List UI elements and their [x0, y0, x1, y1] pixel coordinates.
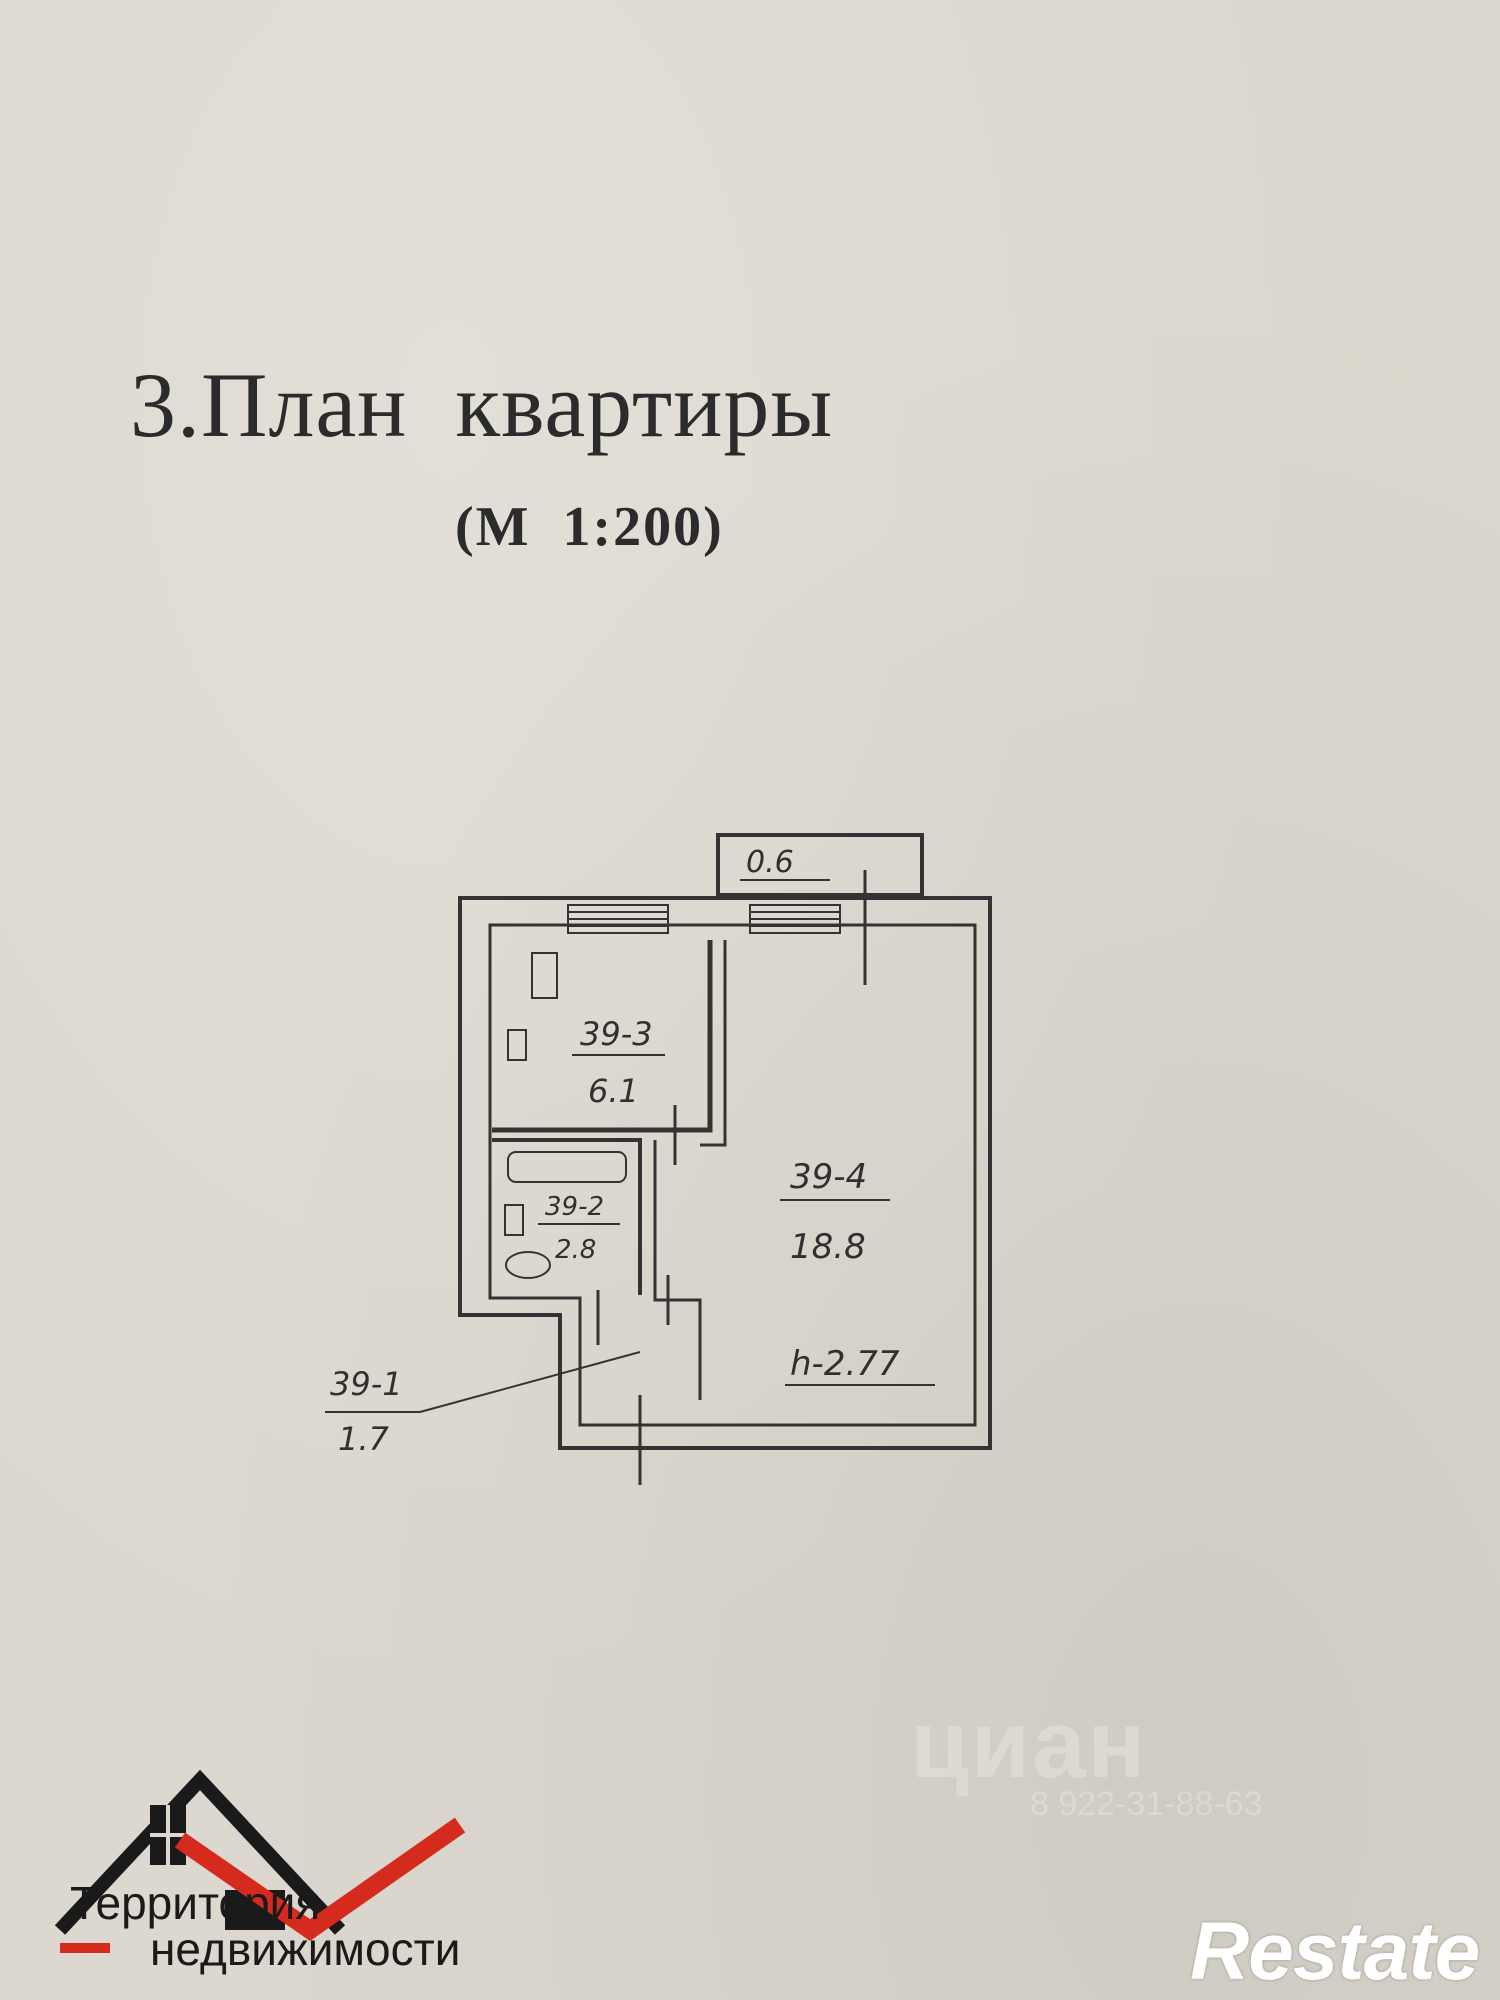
leader-line [419, 1351, 641, 1413]
bathtub-fixture [507, 1151, 627, 1183]
cian-watermark: циан [910, 1691, 1148, 1798]
agency-name: Территория недвижимости [70, 1880, 460, 1972]
room-39-3-id: 39-3 [580, 1015, 653, 1053]
bathroom-wall [492, 1138, 642, 1295]
scale-label: (М 1:200) [455, 496, 724, 558]
sink-fixture [507, 1029, 527, 1061]
cian-watermark-phone: 8 922-31-88-63 [1030, 1785, 1263, 1823]
restate-logo: Restate [1190, 1906, 1480, 1997]
agency-logo-icon [54, 1769, 466, 1953]
room-39-4-id: 39-4 [790, 1157, 867, 1197]
balcony-outline [716, 833, 924, 897]
stove-fixture [531, 952, 558, 999]
agency-name-line2: недвижимости [150, 1923, 461, 1975]
washbasin-fixture [504, 1204, 524, 1236]
room-39-3-area: 6.1 [588, 1072, 639, 1110]
room-39-2-id: 39-2 [545, 1192, 604, 1222]
outer-wall [458, 896, 992, 1450]
room-39-4-area: 18.8 [790, 1227, 866, 1267]
room-39-1-id: 39-1 [330, 1365, 403, 1403]
room-39-2-area: 2.8 [555, 1235, 596, 1265]
inner-wall [488, 923, 977, 1427]
kitchen-wall-inner [700, 940, 727, 1147]
toilet-fixture [505, 1251, 551, 1279]
hall-wall [653, 1140, 702, 1400]
room-39-1-area: 1.7 [338, 1420, 390, 1458]
agency-name-line1: Территория [70, 1877, 321, 1929]
ceiling-height-label: h-2.77 [790, 1344, 900, 1384]
kitchen-wall [492, 940, 713, 1133]
balcony-area-label: 0.6 [746, 845, 794, 880]
page-title: 3.План квартиры [130, 354, 834, 456]
